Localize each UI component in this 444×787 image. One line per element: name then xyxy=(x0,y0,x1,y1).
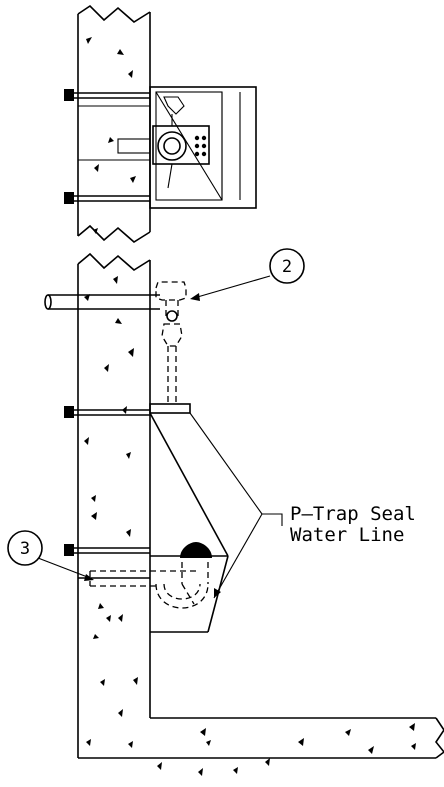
leader-lines xyxy=(37,275,283,599)
side-wall-section xyxy=(77,252,444,759)
callout-3-number: 3 xyxy=(20,539,30,559)
p-trap-label: P—Trap Seal Water Line xyxy=(290,503,416,546)
callout-3: 3 xyxy=(7,530,43,566)
side-anchor-bolts xyxy=(64,406,150,556)
concrete-aggregate xyxy=(84,37,416,776)
p-trap-label-line1: P—Trap Seal xyxy=(290,503,416,525)
callout-2: 2 xyxy=(269,248,305,284)
urinal-plan-view xyxy=(149,86,257,209)
supply-pipe xyxy=(44,294,160,310)
flush-valve-dashed xyxy=(155,281,187,402)
p-trap-label-line2: Water Line xyxy=(290,524,404,546)
callout-2-number: 2 xyxy=(282,257,292,277)
top-anchor-bolts xyxy=(64,89,150,204)
